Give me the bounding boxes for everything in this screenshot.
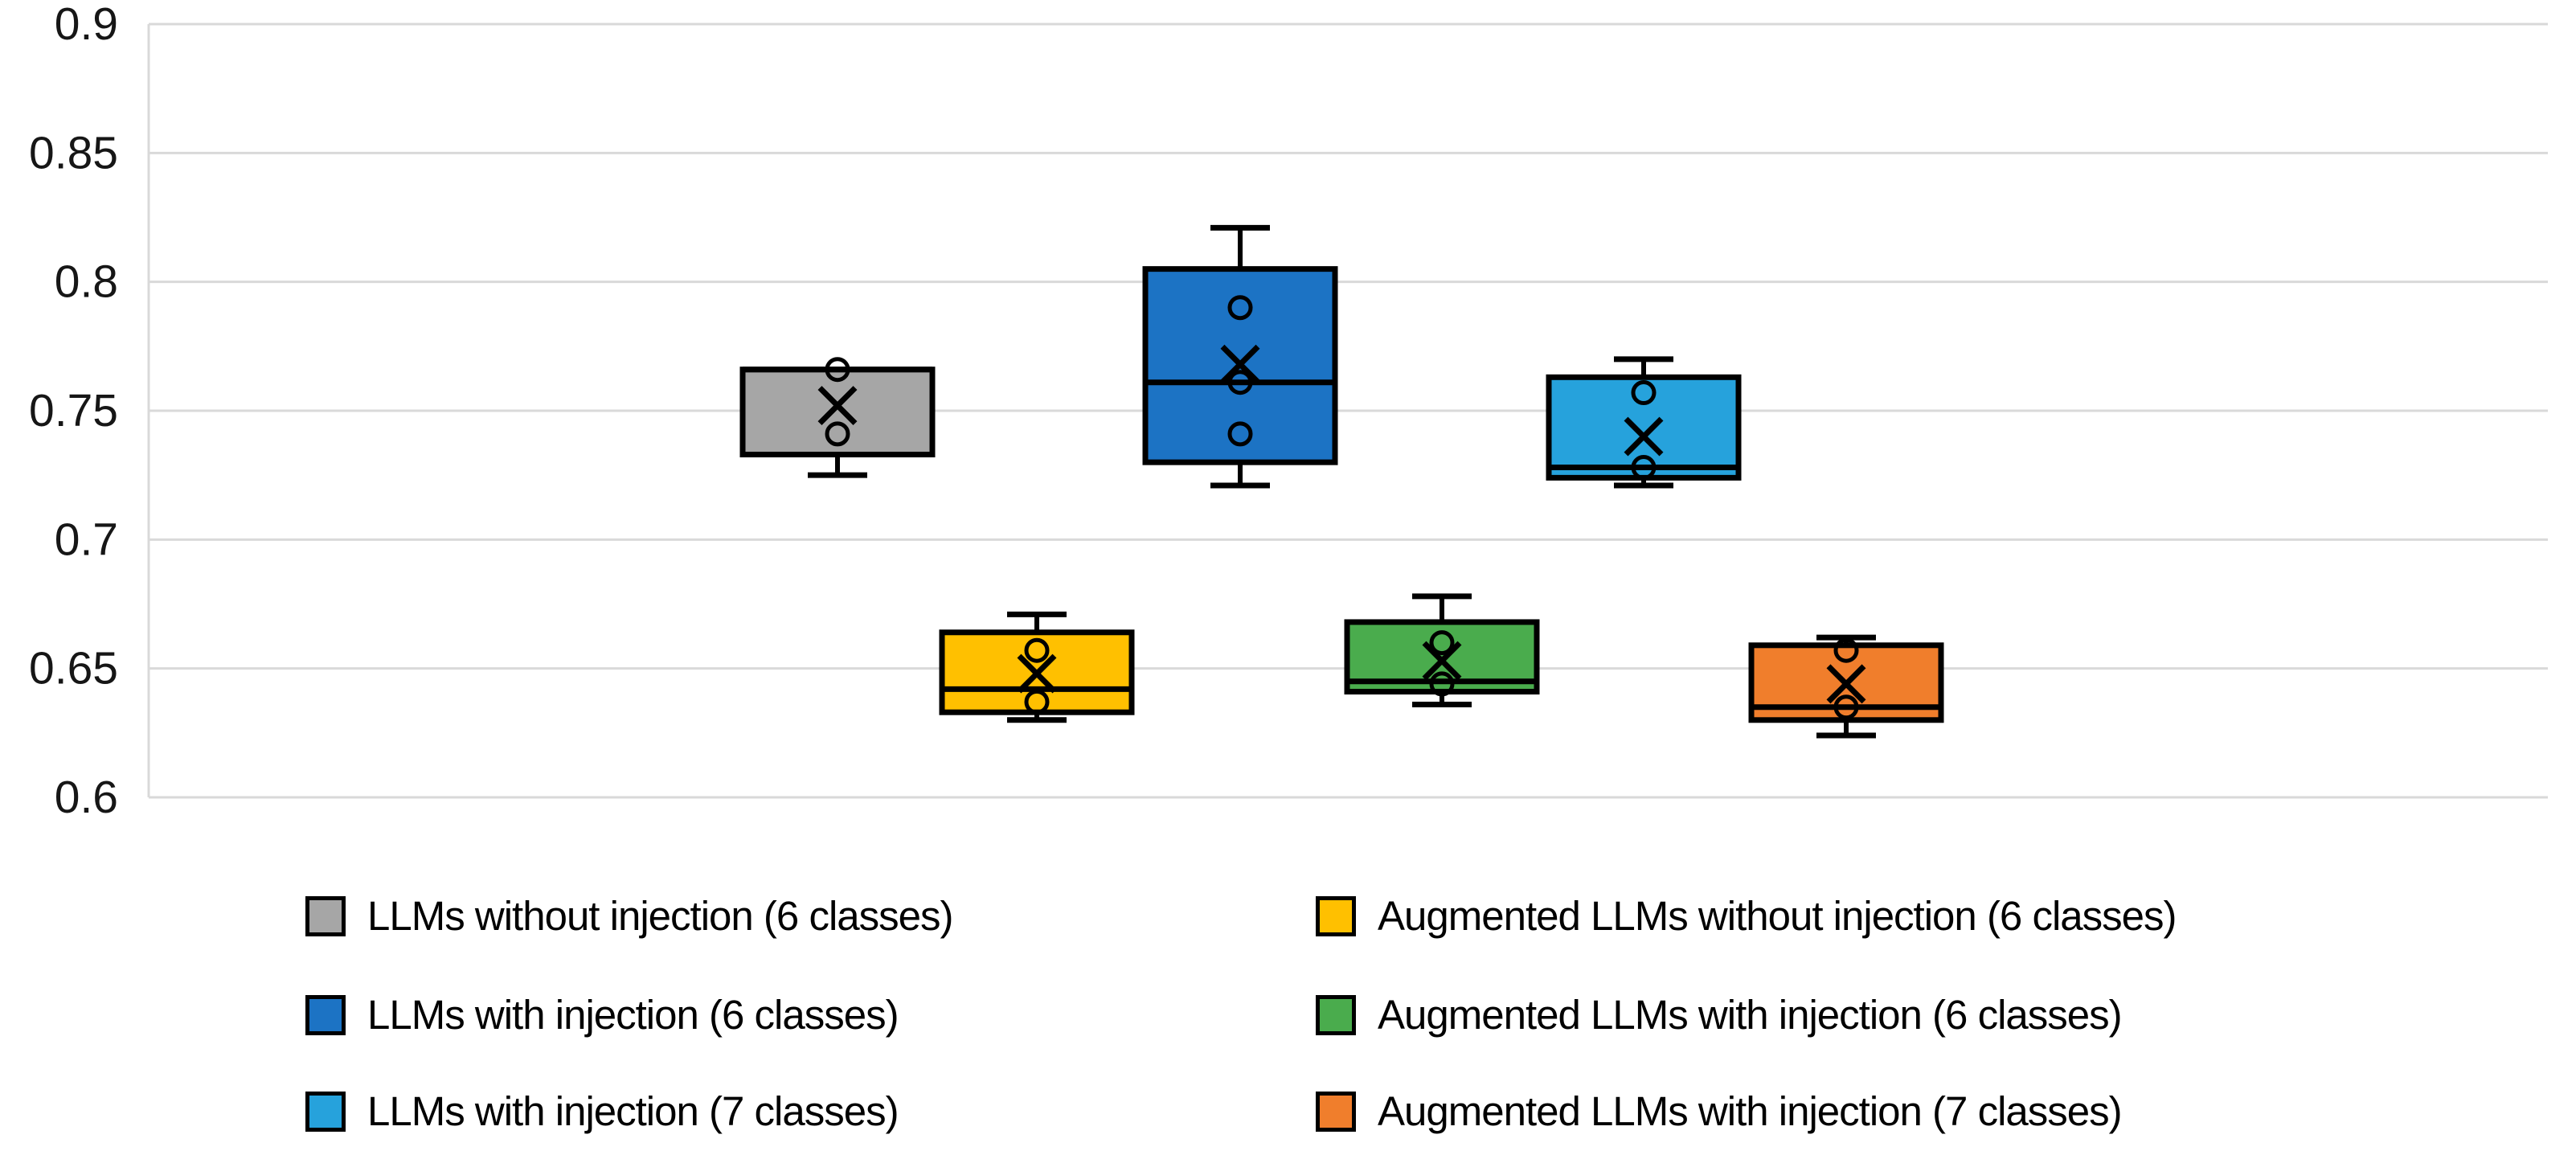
y-axis-tick-label: 0.9 — [55, 0, 118, 50]
data-point — [1631, 380, 1657, 406]
legend-label: Augmented LLMs with injection (7 classes… — [1378, 1088, 2123, 1134]
data-point — [1227, 370, 1253, 395]
data-point — [825, 357, 850, 383]
y-axis-tick-label: 0.85 — [29, 127, 118, 178]
y-axis-tick-label: 0.8 — [55, 256, 118, 308]
legend-item: Augmented LLMs with injection (7 classes… — [1316, 1088, 2123, 1134]
mean-marker — [1826, 664, 1866, 704]
data-point — [825, 421, 850, 447]
legend-label: Augmented LLMs without injection (6 clas… — [1378, 893, 2177, 939]
y-axis-tick-label: 0.65 — [29, 643, 118, 694]
box-4 — [1546, 374, 1742, 481]
box-0 — [739, 367, 936, 458]
legend-item: LLMs without injection (6 classes) — [305, 893, 953, 939]
y-axis-tick-label: 0.75 — [29, 385, 118, 436]
data-point — [1429, 671, 1455, 697]
mean-marker — [1017, 653, 1057, 694]
y-axis-tick-label: 0.7 — [55, 514, 118, 565]
mean-marker — [817, 386, 858, 426]
data-point — [1833, 637, 1859, 663]
legend-swatch-green — [1316, 995, 1356, 1035]
legend-label: LLMs without injection (6 classes) — [367, 893, 953, 939]
mean-marker — [1422, 641, 1462, 681]
legend-swatch-orange — [1316, 1092, 1356, 1132]
y-axis-tick-label: 0.6 — [55, 772, 118, 823]
legend-item: Augmented LLMs with injection (6 classes… — [1316, 992, 2123, 1038]
data-point — [1227, 295, 1253, 321]
data-point — [1833, 694, 1859, 720]
data-point — [1429, 630, 1455, 656]
data-point — [1227, 421, 1253, 447]
data-point — [1024, 689, 1050, 715]
mean-marker — [1220, 344, 1260, 384]
legend-swatch-dark-blue — [305, 995, 346, 1035]
legend-item: LLMs with injection (7 classes) — [305, 1088, 899, 1134]
data-point — [1024, 637, 1050, 663]
legend-swatch-gray — [305, 896, 346, 936]
legend-item: Augmented LLMs without injection (6 clas… — [1316, 893, 2177, 939]
mean-marker — [1624, 416, 1664, 457]
legend-label: LLMs with injection (6 classes) — [367, 992, 899, 1038]
legend-label: LLMs with injection (7 classes) — [367, 1088, 899, 1134]
legend-item: LLMs with injection (6 classes) — [305, 992, 899, 1038]
legend-label: Augmented LLMs with injection (6 classes… — [1378, 992, 2123, 1038]
legend-swatch-yellow — [1316, 896, 1356, 936]
legend-swatch-light-blue — [305, 1092, 346, 1132]
data-point — [1631, 455, 1657, 481]
